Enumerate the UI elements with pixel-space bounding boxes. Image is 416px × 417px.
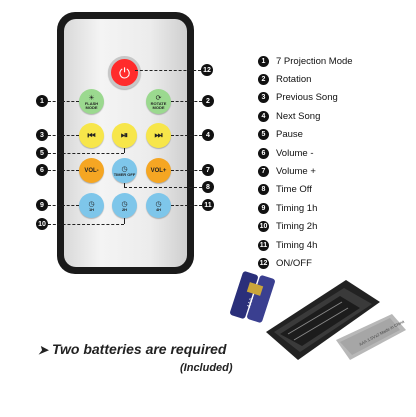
timer-2h-button[interactable]: ◷ 2H [112, 193, 137, 218]
battery-note-text: Two batteries are required [51, 341, 227, 357]
callout-10: 10 [36, 218, 48, 230]
battery-note-included: (Included) [180, 362, 233, 374]
play-pause-icon: ⏯ [120, 130, 129, 140]
remote-back-housing [266, 280, 380, 360]
next-icon: ⏭ [154, 130, 163, 140]
flash-mode-label: FLASH MODE [84, 100, 99, 110]
rotate-mode-button[interactable]: ⟳ ROTATE MODE [146, 89, 171, 114]
callout-vline-5 [124, 148, 125, 153]
callout-4: 4 [202, 129, 214, 141]
timer-off-label: TIMER OFF [113, 171, 136, 177]
callout-line-1 [48, 101, 79, 102]
previous-song-button[interactable]: ⏮ [79, 123, 104, 148]
timer-1h-label: 1H [88, 206, 95, 212]
battery-compartment-photo: AAA AAA 1.5Vx2 Made in China [230, 271, 406, 360]
callout-9: 9 [36, 199, 48, 211]
volume-up-button[interactable]: VOL+ [146, 158, 171, 183]
flash-mode-button[interactable]: ☀ FLASH MODE [79, 89, 104, 114]
battery-label: AAA [246, 297, 255, 309]
callout-line-12 [135, 70, 201, 71]
power-icon: ⏻ [118, 64, 131, 81]
callout-line-7 [171, 170, 202, 171]
previous-icon: ⏮ [87, 130, 96, 140]
volume-up-label: VOL+ [150, 167, 167, 174]
callout-line-2 [171, 101, 202, 102]
timer-4h-button[interactable]: ◷ 4H [146, 193, 171, 218]
timer-4h-label: 4H [155, 206, 162, 212]
pause-button[interactable]: ⏯ [112, 123, 137, 148]
callout-line-5 [48, 153, 124, 154]
rotate-mode-label: ROTATE MODE [150, 100, 167, 110]
callout-7: 7 [202, 164, 214, 176]
callout-3: 3 [36, 129, 48, 141]
callout-5: 5 [36, 147, 48, 159]
timer-1h-button[interactable]: ◷ 1H [79, 193, 104, 218]
callout-line-4 [171, 135, 202, 136]
callout-1: 1 [36, 95, 48, 107]
callout-vline-10 [124, 218, 125, 224]
timer-2h-label: 2H [121, 206, 128, 212]
battery-pair: AAA [230, 271, 275, 323]
arrow-icon: ➤ [38, 343, 49, 357]
next-song-button[interactable]: ⏭ [146, 123, 171, 148]
callout-8: 8 [202, 181, 214, 193]
volume-down-label: VOL- [84, 167, 99, 174]
callout-11: 11 [202, 199, 214, 211]
battery-note: ➤ Two batteries are required [38, 341, 227, 357]
callout-line-10 [48, 224, 124, 225]
callout-2: 2 [202, 95, 214, 107]
callout-line-6 [48, 170, 79, 171]
timer-off-button[interactable]: ◷ TIMER OFF [112, 158, 137, 183]
callout-line-3 [48, 135, 79, 136]
callout-6: 6 [36, 164, 48, 176]
callout-line-8 [124, 187, 202, 188]
callout-line-11 [171, 205, 202, 206]
callout-vline-8 [124, 183, 125, 187]
callout-line-9 [48, 205, 79, 206]
volume-down-button[interactable]: VOL- [79, 158, 104, 183]
power-button[interactable]: ⏻ [108, 56, 141, 89]
callout-12: 12 [201, 64, 213, 76]
